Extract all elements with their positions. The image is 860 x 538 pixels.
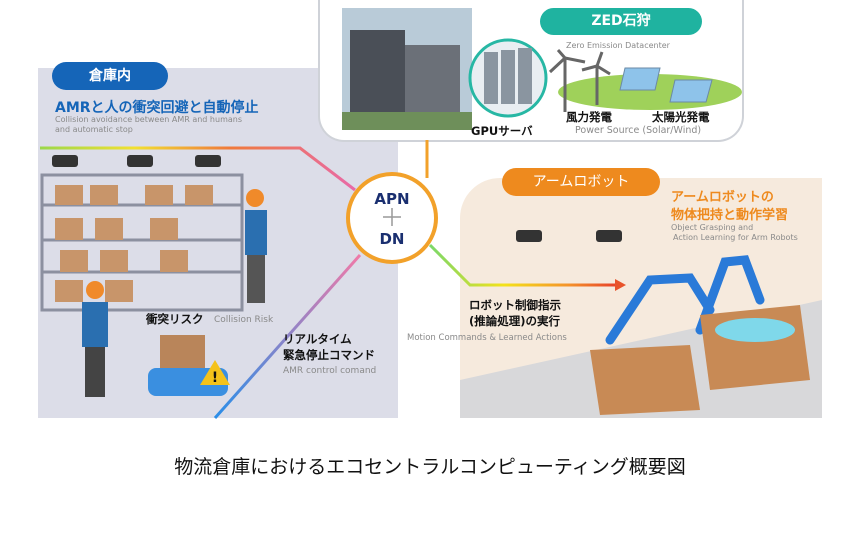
datacenter-building — [342, 8, 472, 130]
figure-caption: 物流倉庫におけるエコセントラルコンピューティング概要図 — [174, 456, 686, 478]
motion-line1: ロボット制御指示 — [469, 298, 561, 312]
zed-label: ZED石狩 — [540, 8, 702, 35]
arm-subtitle-2: Action Learning for Arm Robots — [673, 233, 798, 242]
svg-text:!: ! — [212, 370, 218, 386]
solar-label: 太陽光発電 — [652, 110, 710, 124]
arm-title-2: 物体把持と動作学習 — [671, 208, 789, 223]
link-warehouse — [40, 146, 356, 192]
emergency-en: AMR control comand — [283, 366, 377, 376]
emergency-line1: リアルタイム — [283, 332, 352, 346]
hub-dn: DN — [379, 230, 405, 248]
collision-risk-en: Collision Risk — [214, 315, 274, 325]
arrow-head-icon — [615, 279, 626, 291]
arm-title-1: アームロボットの — [671, 190, 774, 205]
emergency-stop-link — [213, 254, 362, 419]
arm-robot-label: アームロボット — [502, 168, 660, 196]
motion-line2: (推論処理)の実行 — [469, 314, 561, 328]
collision-risk-jp: 衝突リスク — [146, 312, 204, 326]
worker-figures — [82, 189, 267, 397]
arm-robot-icon — [605, 255, 765, 345]
wind-label: 風力発電 — [566, 110, 612, 124]
gpu-label: GPUサーバ — [471, 124, 533, 138]
solar-panel-icon — [619, 67, 713, 103]
gpu-server-icon — [468, 38, 548, 118]
warehouse-subtitle-2: and automatic stop — [55, 125, 133, 134]
emergency-line2: 緊急停止コマンド — [283, 348, 375, 362]
motion-en: Motion Commands & Learned Actions — [407, 333, 567, 343]
camera-icons — [52, 155, 622, 242]
warning-icon: ! — [200, 360, 230, 386]
wind-turbine-icon — [548, 49, 611, 112]
warehouse-label: 倉庫内 — [52, 62, 168, 90]
warehouse-subtitle-1: Collision avoidance between AMR and huma… — [55, 115, 242, 124]
arm-subtitle-1: Object Grasping and — [671, 223, 754, 232]
datacenter-subtitle: Zero Emission Datacenter — [566, 41, 670, 50]
shelves — [40, 173, 244, 312]
motion-command-arrow — [428, 243, 615, 287]
boxes — [590, 305, 810, 415]
power-source-en: Power Source (Solar/Wind) — [575, 125, 702, 136]
hub-apn: APN — [374, 190, 410, 208]
warehouse-title: AMRと人の衝突回避と自動停止 — [55, 100, 259, 116]
diagram-illustrations: ! — [40, 8, 822, 419]
